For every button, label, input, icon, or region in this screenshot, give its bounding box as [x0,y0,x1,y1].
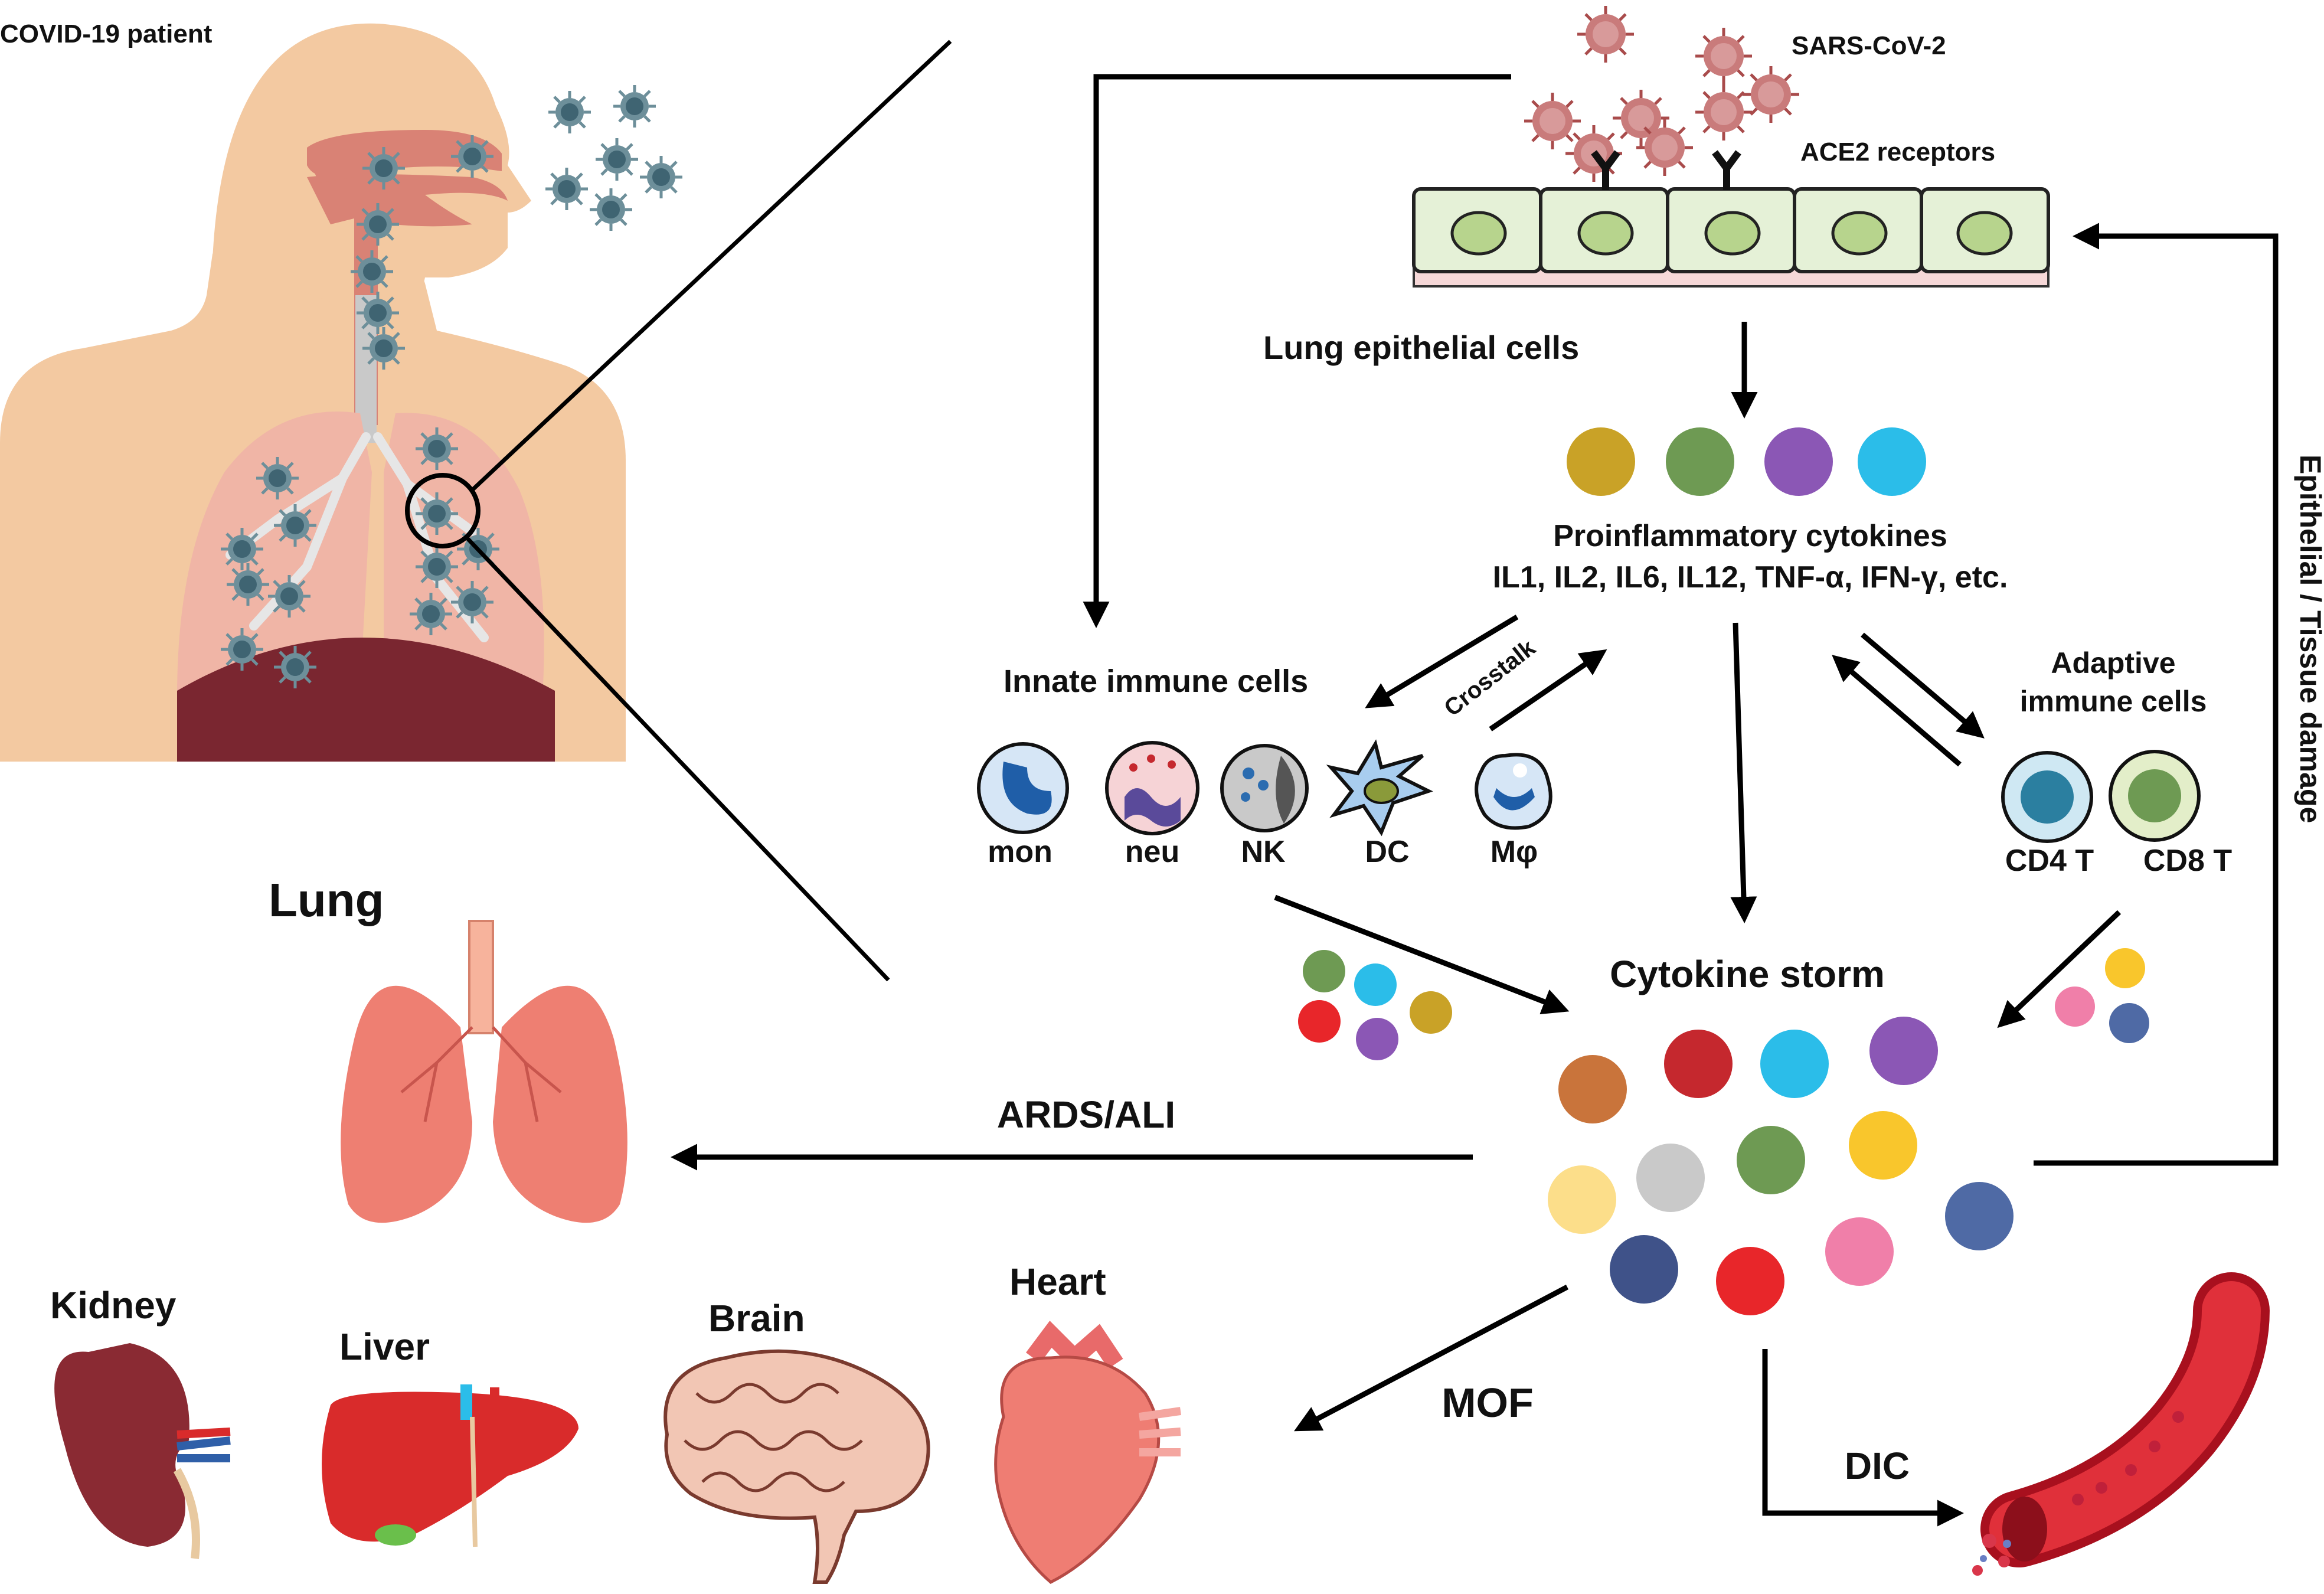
adaptive-cells [2001,750,2201,843]
liver-organ [322,1384,578,1547]
lung-label: Lung [269,874,384,926]
innate-cell-label: Mφ [1491,835,1538,869]
ards-label: ARDS/ALI [997,1093,1175,1136]
damage-label: Epithelial / Tissue damage [2294,455,2324,823]
kidney-organ [54,1343,231,1559]
right-lung [384,413,544,708]
zoom-circle [405,473,481,548]
dic-label: DIC [1845,1445,1910,1487]
cd4-t-cell [2001,751,2093,843]
epithelial-label: Lung epithelial cells [1263,329,1579,366]
arrow-to-mof [1294,1285,1569,1432]
dendritic-cell [1326,739,1433,837]
virus-label: SARS-CoV-2 [1792,31,1946,60]
innate-released-cytokines [1298,950,1452,1060]
macrophage-cell [1475,753,1552,830]
arrow-tissue-damage [2034,223,2279,1166]
nk-cell [1220,744,1309,832]
proinflammatory-list: IL1, IL2, IL6, IL12, TNF-α, IFN-γ, etc. [1493,560,2008,595]
proinflammatory-title: Proinflammatory cytokines [1553,519,1947,553]
innate-label: Innate immune cells [1004,664,1308,699]
storm-cytokines [1548,1017,2014,1315]
innate-cells [977,739,1552,837]
arrow-cytokines-to-innate [1365,615,1519,708]
proinflammatory-cytokines [1567,427,1926,496]
diaphragm [177,638,555,762]
epithelium [1412,150,2050,288]
ace2-receptor [1591,150,1741,190]
heart-label: Heart [1009,1260,1106,1303]
heart-organ [994,1321,1181,1584]
innate-cell-label: neu [1125,835,1179,869]
blood-vessel [1972,1272,2270,1576]
neutrophil-cell [1105,741,1199,835]
kidney-label: Kidney [50,1284,176,1327]
ace2-label: ACE2 receptors [1800,138,1995,166]
adaptive-cell-label: CD8 T [2143,844,2232,878]
arrow-virus-to-innate [1083,74,1511,628]
arrow-to-dic [1762,1349,1964,1527]
innate-cell-label: DC [1365,835,1409,869]
monocyte-cell [977,742,1069,834]
adaptive-cell-label: CD4 T [2005,844,2094,878]
arrow-cytokines-to-storm [1730,622,1757,923]
arrow-adaptive-to-storm [1997,910,2122,1028]
adaptive-released-cytokines [2055,948,2149,1043]
innate-cell-label: mon [988,835,1052,869]
liver-label: Liver [339,1325,430,1368]
innate-cell-label: NK [1241,835,1286,869]
brain-label: Brain [708,1297,805,1340]
adaptive-label-line2: immune cells [2020,685,2207,718]
patient-illustration [0,23,952,982]
arrow-innate-to-cytokines [1489,649,1607,731]
mof-label: MOF [1442,1380,1534,1426]
arrow-innate-to-storm [1274,894,1570,1014]
innate-cell-labels: mon neu NK DC Mφ [988,835,1538,869]
patient-label: COVID-19 patient [0,19,213,48]
storm-label: Cytokine storm [1610,953,1885,995]
arrow-cytokines-to-adaptive [1861,632,1985,739]
brain-organ [663,1349,930,1584]
adaptive-label-line1: Adaptive [2051,646,2175,680]
lung-organ [341,920,627,1223]
cd8-t-cell [2109,750,2201,842]
arrow-adaptive-to-cytokines [1832,655,1962,767]
flow-arrows [671,74,2279,1527]
virus-cluster [1524,6,1799,182]
